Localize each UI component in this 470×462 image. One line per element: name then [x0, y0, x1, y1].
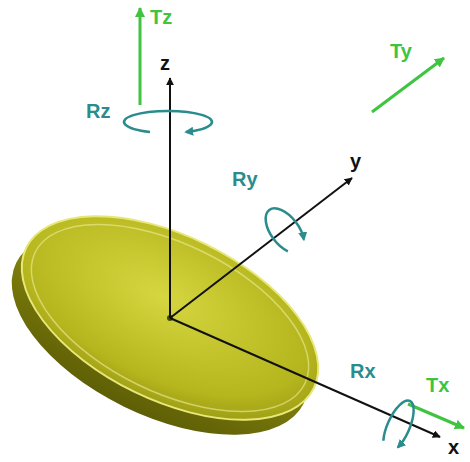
- translation-arrow: [408, 404, 464, 428]
- translation-arrow: [372, 58, 444, 112]
- z-axis: [169, 78, 171, 318]
- rotation-arrow: [124, 111, 212, 132]
- translation-label: Tx: [426, 374, 449, 396]
- axis-label: z: [160, 52, 170, 74]
- translation-arrow: [139, 8, 142, 105]
- axis-label: x: [448, 436, 459, 458]
- translation-label: Tz: [150, 6, 172, 28]
- rotation-label: Rx: [350, 360, 376, 382]
- disc-body: [0, 174, 350, 462]
- x-axis: [170, 318, 440, 437]
- rotation-label: Rz: [86, 100, 110, 122]
- rotation-label: Ry: [232, 168, 258, 190]
- y-axis: [170, 178, 352, 318]
- axis-label: y: [350, 150, 361, 172]
- rotation-arrow: [258, 202, 307, 254]
- rotation-arrow: [381, 396, 420, 448]
- translation-label: Ty: [390, 40, 412, 62]
